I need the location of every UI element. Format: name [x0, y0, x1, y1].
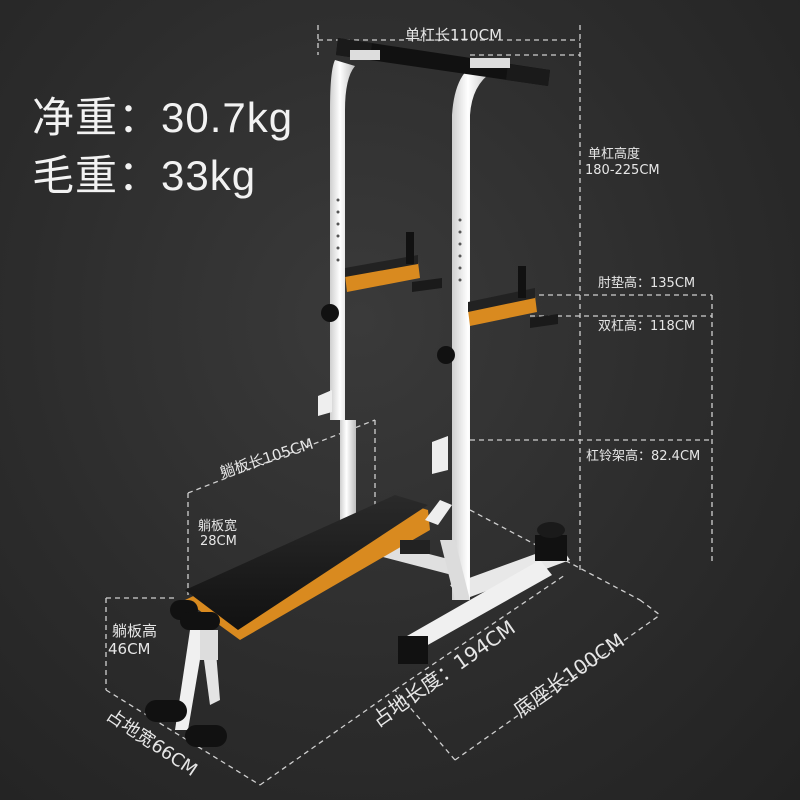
bench-height-label: 躺板高 — [112, 622, 157, 640]
net-weight-text: 净重：30.7kg — [32, 94, 294, 141]
bar-height-value: 180-225CM — [585, 163, 660, 178]
bench-length-label: 躺板长105CM — [218, 435, 316, 482]
dimension-guides — [105, 25, 713, 786]
gross-weight-text: 毛重：33kg — [32, 152, 257, 199]
elbow-pad-right — [468, 266, 558, 328]
bench-width-value: 28CM — [200, 534, 237, 549]
elbow-pad-height-label: 肘垫高：135CM — [598, 275, 695, 291]
dip-bar-height-label: 双杠高：118CM — [598, 318, 695, 334]
bar-length-label: 单杠长110CM — [405, 26, 502, 44]
pull-up-bar — [336, 38, 550, 86]
bench-width-label: 躺板宽 — [198, 518, 237, 534]
elbow-pad-left — [345, 232, 442, 292]
bench — [145, 495, 452, 747]
barbell-rack-height-label: 杠铃架高：82.4CM — [586, 448, 700, 464]
foot-rollers — [145, 600, 227, 747]
bar-height-label: 单杠高度 — [588, 146, 640, 162]
base-length-label: 底座长100CM — [509, 628, 629, 722]
bench-height-value: 46CM — [108, 640, 151, 658]
tower-frame — [318, 38, 570, 664]
